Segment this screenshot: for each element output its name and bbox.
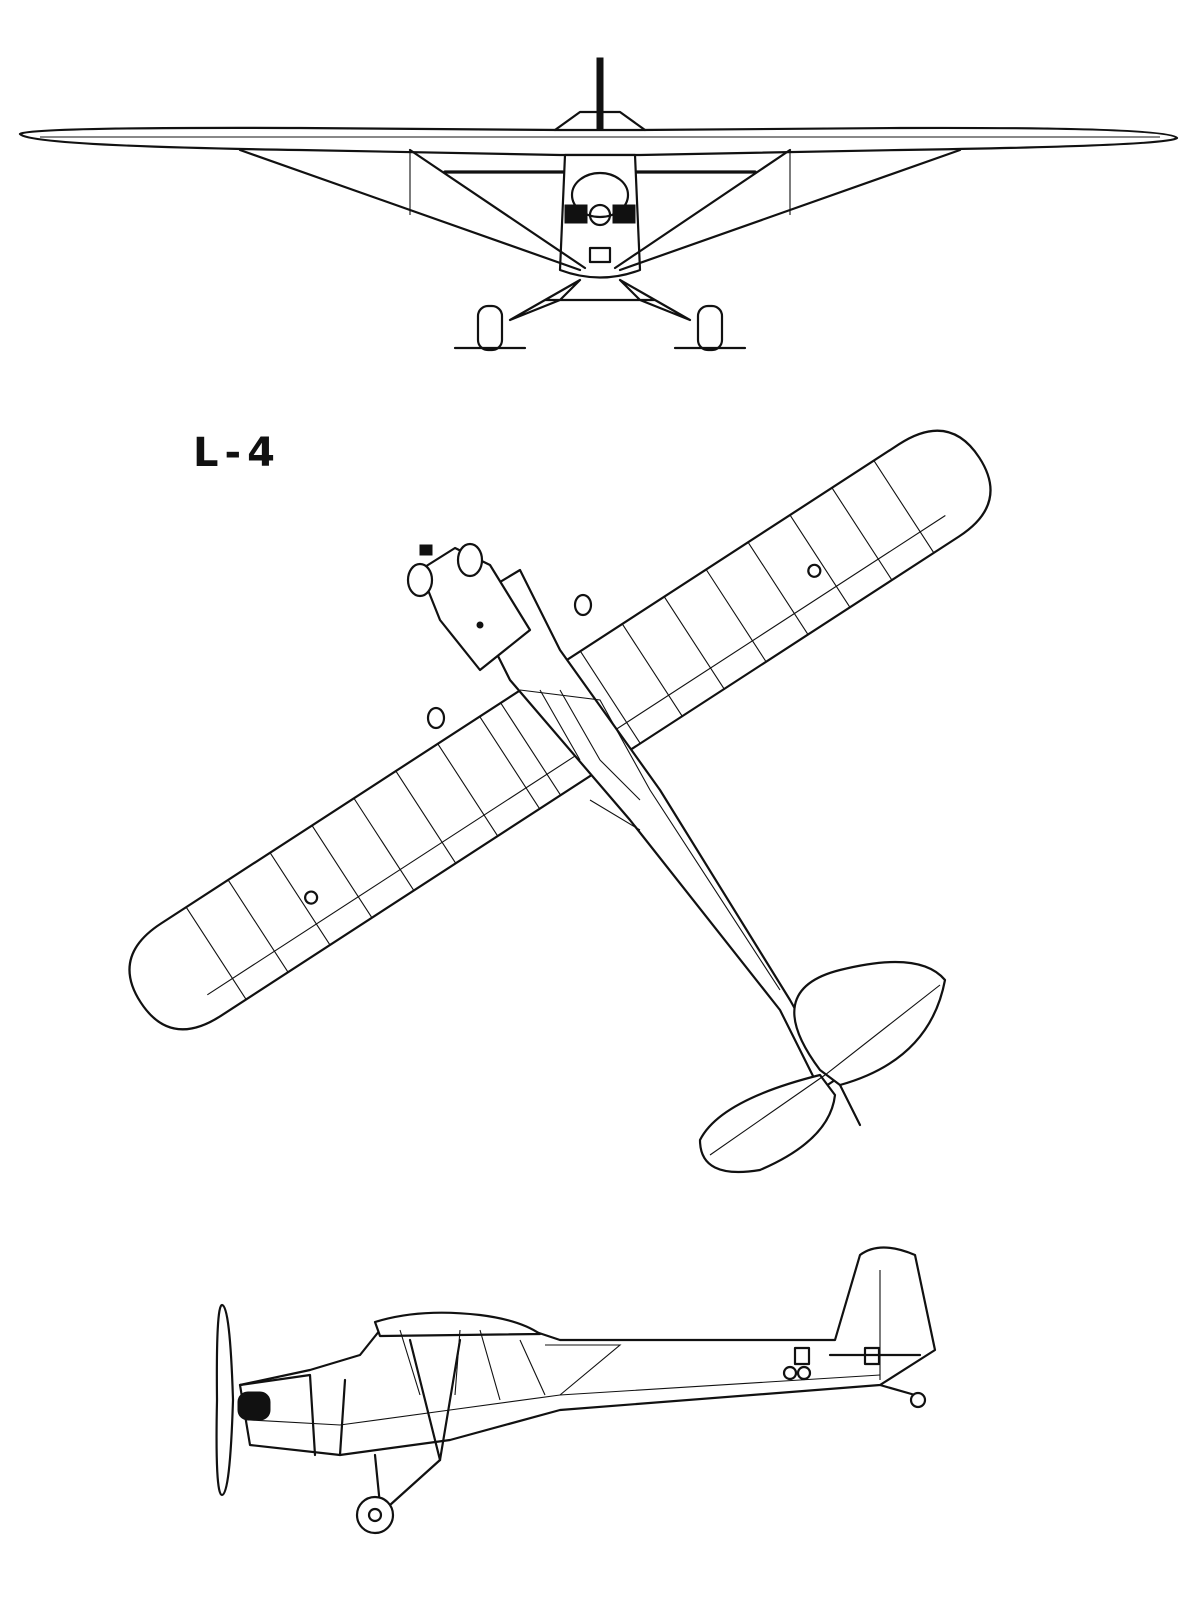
front-wheel-right [696, 304, 724, 352]
top-fuselage-longeron [519, 689, 781, 991]
side-fuselage-longeron [249, 1374, 881, 1426]
front-wheel-left [476, 304, 504, 352]
front-cylinder-right [612, 204, 636, 224]
side-main-wheel [355, 1495, 395, 1535]
side-vent-1 [782, 1365, 798, 1381]
top-stabilizer-left [698, 1073, 837, 1174]
top-wheel-left [426, 706, 446, 730]
front-strut-right-2 [613, 148, 792, 270]
side-tailwheel-strut [878, 1383, 917, 1397]
top-stabilizer-right [793, 960, 947, 1087]
top-cowl-fastener [476, 621, 484, 629]
top-engine-cowling [418, 546, 532, 672]
side-tail-fitting-1 [793, 1346, 811, 1366]
side-main-wheel-hub [367, 1507, 383, 1523]
front-wing [18, 126, 1179, 157]
top-view [128, 429, 992, 1174]
front-cabin-top [553, 110, 647, 132]
top-cylinder-left [406, 562, 434, 598]
top-wing-fuel-cap-right [807, 563, 822, 578]
front-air-intake [588, 246, 612, 264]
front-strut-left-2 [408, 148, 587, 270]
front-spinner-ring [570, 171, 630, 219]
top-cylinder-right [456, 542, 484, 578]
side-wing-struts [408, 1338, 462, 1462]
top-wing-fuel-cap-left [304, 890, 319, 905]
top-elevator-hinge [709, 984, 941, 1156]
front-landing-gear-legs [508, 278, 692, 322]
front-spinner [588, 203, 612, 227]
side-main-gear-legs [373, 1453, 442, 1507]
side-vent-2 [796, 1365, 812, 1381]
top-propeller-hub [419, 544, 433, 556]
top-tail-rudder [838, 1083, 862, 1127]
top-wing-ribs [185, 460, 935, 1000]
side-tailwheel [909, 1391, 927, 1409]
side-cylinder-head [237, 1391, 271, 1421]
front-cylinder-left [564, 204, 588, 224]
front-view [18, 57, 1179, 352]
top-wheel-right [573, 593, 593, 617]
side-propeller-blade [215, 1303, 235, 1497]
side-engine-cowling [238, 1373, 347, 1457]
side-canopy [373, 1311, 542, 1338]
front-propeller-hub [596, 57, 604, 134]
side-view [215, 1246, 937, 1535]
aircraft-designation-label: L-4 [193, 430, 281, 476]
top-cabin-frame [539, 689, 641, 831]
side-cabin-frame [399, 1329, 622, 1401]
